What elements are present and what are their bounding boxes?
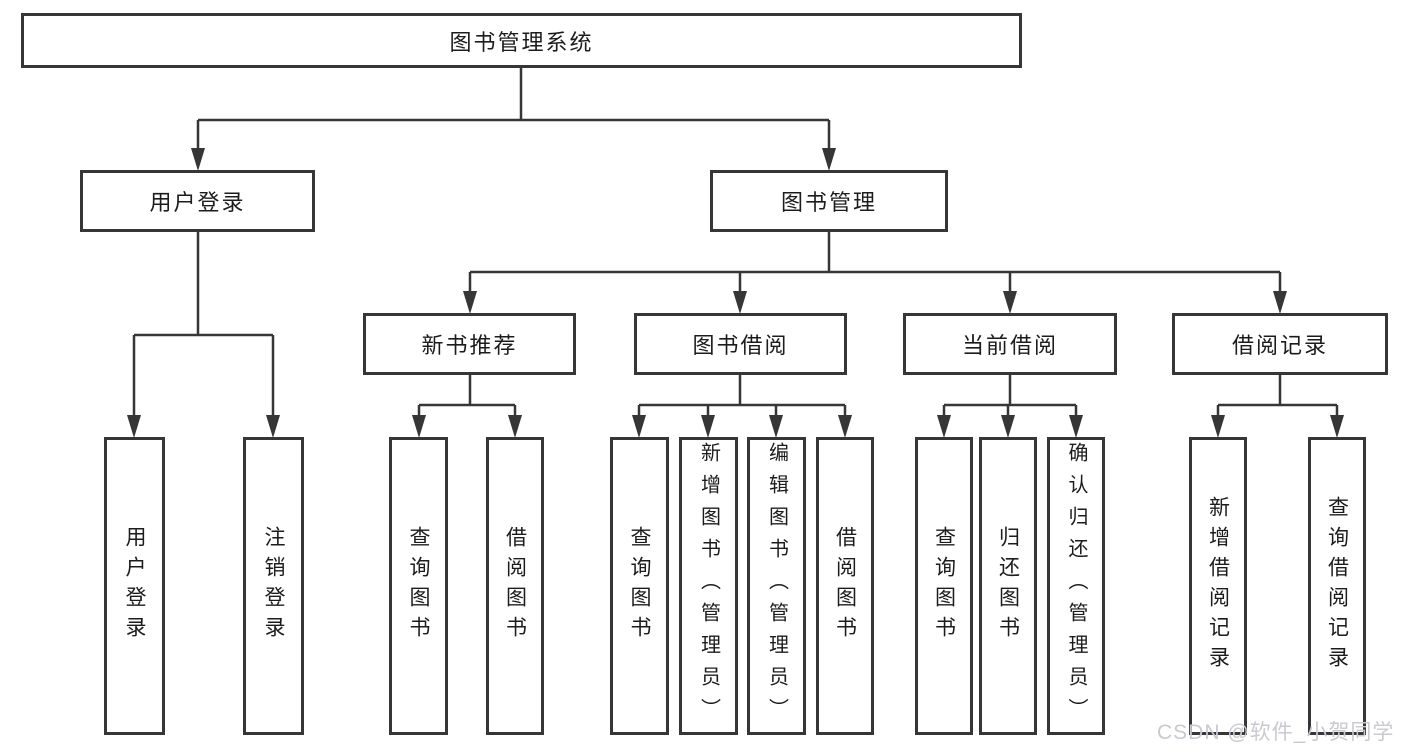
node-book-management-group: 图书管理 [710, 170, 948, 232]
arrow-down-icon [1003, 291, 1017, 314]
node-label: 图书管理 [780, 190, 877, 215]
node-label: 查询图书 [628, 526, 651, 646]
node-label: 归还图书 [996, 526, 1020, 646]
node-label: 借阅图书 [503, 526, 527, 646]
node-leaf-logout: 注销登录 [243, 437, 304, 735]
arrow-down-icon [1069, 415, 1083, 438]
node-library-system-root: 图书管理系统 [21, 13, 1022, 68]
arrowhead-icons [127, 148, 1344, 438]
node-label: 新增借阅记录 [1206, 496, 1230, 676]
arrow-down-icon [733, 291, 747, 314]
arrow-down-icon [1273, 291, 1287, 314]
connector-path [132, 68, 1339, 417]
arrow-down-icon [127, 415, 141, 438]
node-borrowing-records: 借阅记录 [1172, 313, 1388, 375]
node-leaf-edit-book-admin: 编辑图书（管理员） [747, 437, 806, 735]
arrow-down-icon [266, 415, 280, 438]
node-leaf-query-books-recommend: 查询图书 [389, 437, 448, 735]
node-label: 确认归还（管理员） [1065, 442, 1087, 730]
node-label: 借阅记录 [1231, 333, 1328, 358]
arrow-down-icon [1211, 415, 1225, 438]
arrow-down-icon [463, 291, 477, 314]
node-label: 查询借阅记录 [1325, 496, 1349, 676]
arrow-down-icon [937, 415, 951, 438]
arrow-down-icon [769, 415, 783, 438]
node-leaf-query-borrow-record: 查询借阅记录 [1308, 437, 1366, 735]
arrow-down-icon [838, 415, 852, 438]
arrow-down-icon [508, 415, 522, 438]
node-label: 新增图书（管理员） [697, 442, 720, 730]
node-leaf-borrow-books-recommend: 借阅图书 [486, 437, 544, 735]
node-book-borrowing: 图书借阅 [634, 313, 847, 375]
node-current-borrowing: 当前借阅 [903, 313, 1117, 375]
node-new-book-recommend: 新书推荐 [363, 313, 576, 375]
arrow-down-icon [1001, 415, 1015, 438]
node-label: 图书管理系统 [449, 29, 594, 55]
node-leaf-confirm-return-admin: 确认归还（管理员） [1047, 437, 1105, 735]
node-leaf-query-books-current: 查询图书 [915, 437, 973, 735]
watermark: CSDN @软件_小贺同学 [1157, 721, 1395, 744]
node-label: 用户登录 [149, 190, 246, 215]
node-label: 编辑图书（管理员） [765, 442, 788, 730]
node-label: 图书借阅 [692, 333, 789, 358]
arrow-down-icon [822, 148, 836, 171]
node-leaf-add-borrow-record: 新增借阅记录 [1189, 437, 1247, 735]
node-leaf-add-book-admin: 新增图书（管理员） [679, 437, 738, 735]
node-leaf-borrow-books-borrowing: 借阅图书 [816, 437, 874, 735]
arrow-down-icon [191, 148, 205, 171]
node-user-login-group: 用户登录 [80, 170, 315, 232]
node-label: 用户登录 [123, 526, 146, 646]
node-leaf-query-books-borrowing: 查询图书 [610, 437, 669, 735]
node-leaf-user-login: 用户登录 [104, 437, 165, 735]
node-label: 借阅图书 [833, 526, 857, 646]
arrow-down-icon [412, 415, 426, 438]
node-label: 当前借阅 [961, 333, 1058, 358]
node-label: 注销登录 [262, 526, 285, 646]
node-label: 查询图书 [932, 526, 956, 646]
node-label: 查询图书 [407, 526, 430, 646]
arrow-down-icon [1330, 415, 1344, 438]
arrow-down-icon [632, 415, 646, 438]
node-leaf-return-book: 归还图书 [979, 437, 1037, 735]
node-label: 新书推荐 [421, 333, 518, 358]
arrow-down-icon [701, 415, 715, 438]
